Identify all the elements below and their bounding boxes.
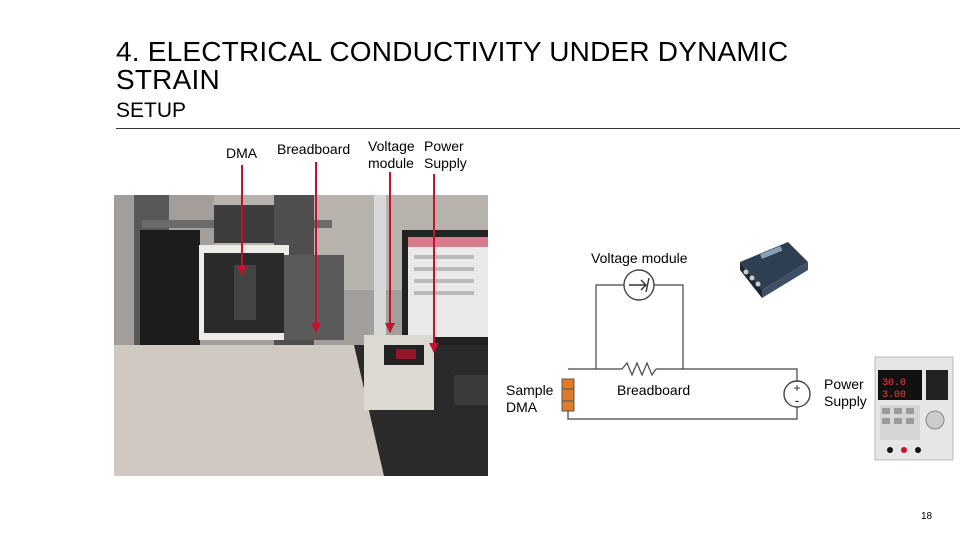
resistor-symbol [621,361,657,377]
top-right-wire [656,368,798,382]
voltage-module-device [740,242,808,298]
slide-subtitle: SETUP [116,99,187,122]
schematic-sample-label-line-1: Sample [506,382,554,398]
voltmeter-loop-wire [595,284,624,369]
sample-component [561,378,575,412]
voltage-module-label: Voltage module [368,138,415,172]
slide-title: 4. ELECTRICAL CONDUCTIVITY UNDER DYNAMIC… [116,38,916,94]
svg-text:3.00: 3.00 [882,390,906,401]
title-divider [116,128,960,129]
dma-label: DMA [226,145,258,161]
breadboard-label: Breadboard [277,141,351,157]
schematic-voltage-module-label: Voltage module [591,250,688,266]
lab-setup-photo [114,195,488,476]
schematic-breadboard-label: Breadboard [617,382,691,398]
slide-title-line-2: STRAIN [116,64,220,95]
schematic-sample-label-line-2: DMA [506,399,538,415]
power-supply-symbol [783,380,811,408]
minus-sign: - [795,392,800,408]
power-supply-label: Power Supply [424,138,467,172]
voltage-module-label-line-1: Voltage [368,138,415,154]
voltmeter-needle [629,277,650,293]
bottom-circuit-wire [567,406,798,420]
page-number: 18 [921,511,933,522]
schematic-sample-label: Sample DMA [506,382,553,416]
voltmeter-right-wire [654,284,684,369]
power-supply-label-line-2: Supply [424,155,467,171]
svg-text:30.0: 30.0 [882,378,906,389]
power-supply-device: 30.0 3.00 [874,356,954,461]
power-supply-label-line-1: Power [424,138,464,154]
slide-title-line-1: 4. ELECTRICAL CONDUCTIVITY UNDER DYNAMIC [116,36,789,67]
schematic-power-supply-label: Power Supply [824,376,867,410]
voltage-module-label-line-2: module [368,155,414,171]
schematic-power-supply-label-line-1: Power [824,376,864,392]
schematic-power-supply-label-line-2: Supply [824,393,867,409]
plus-sign: + [793,381,800,395]
